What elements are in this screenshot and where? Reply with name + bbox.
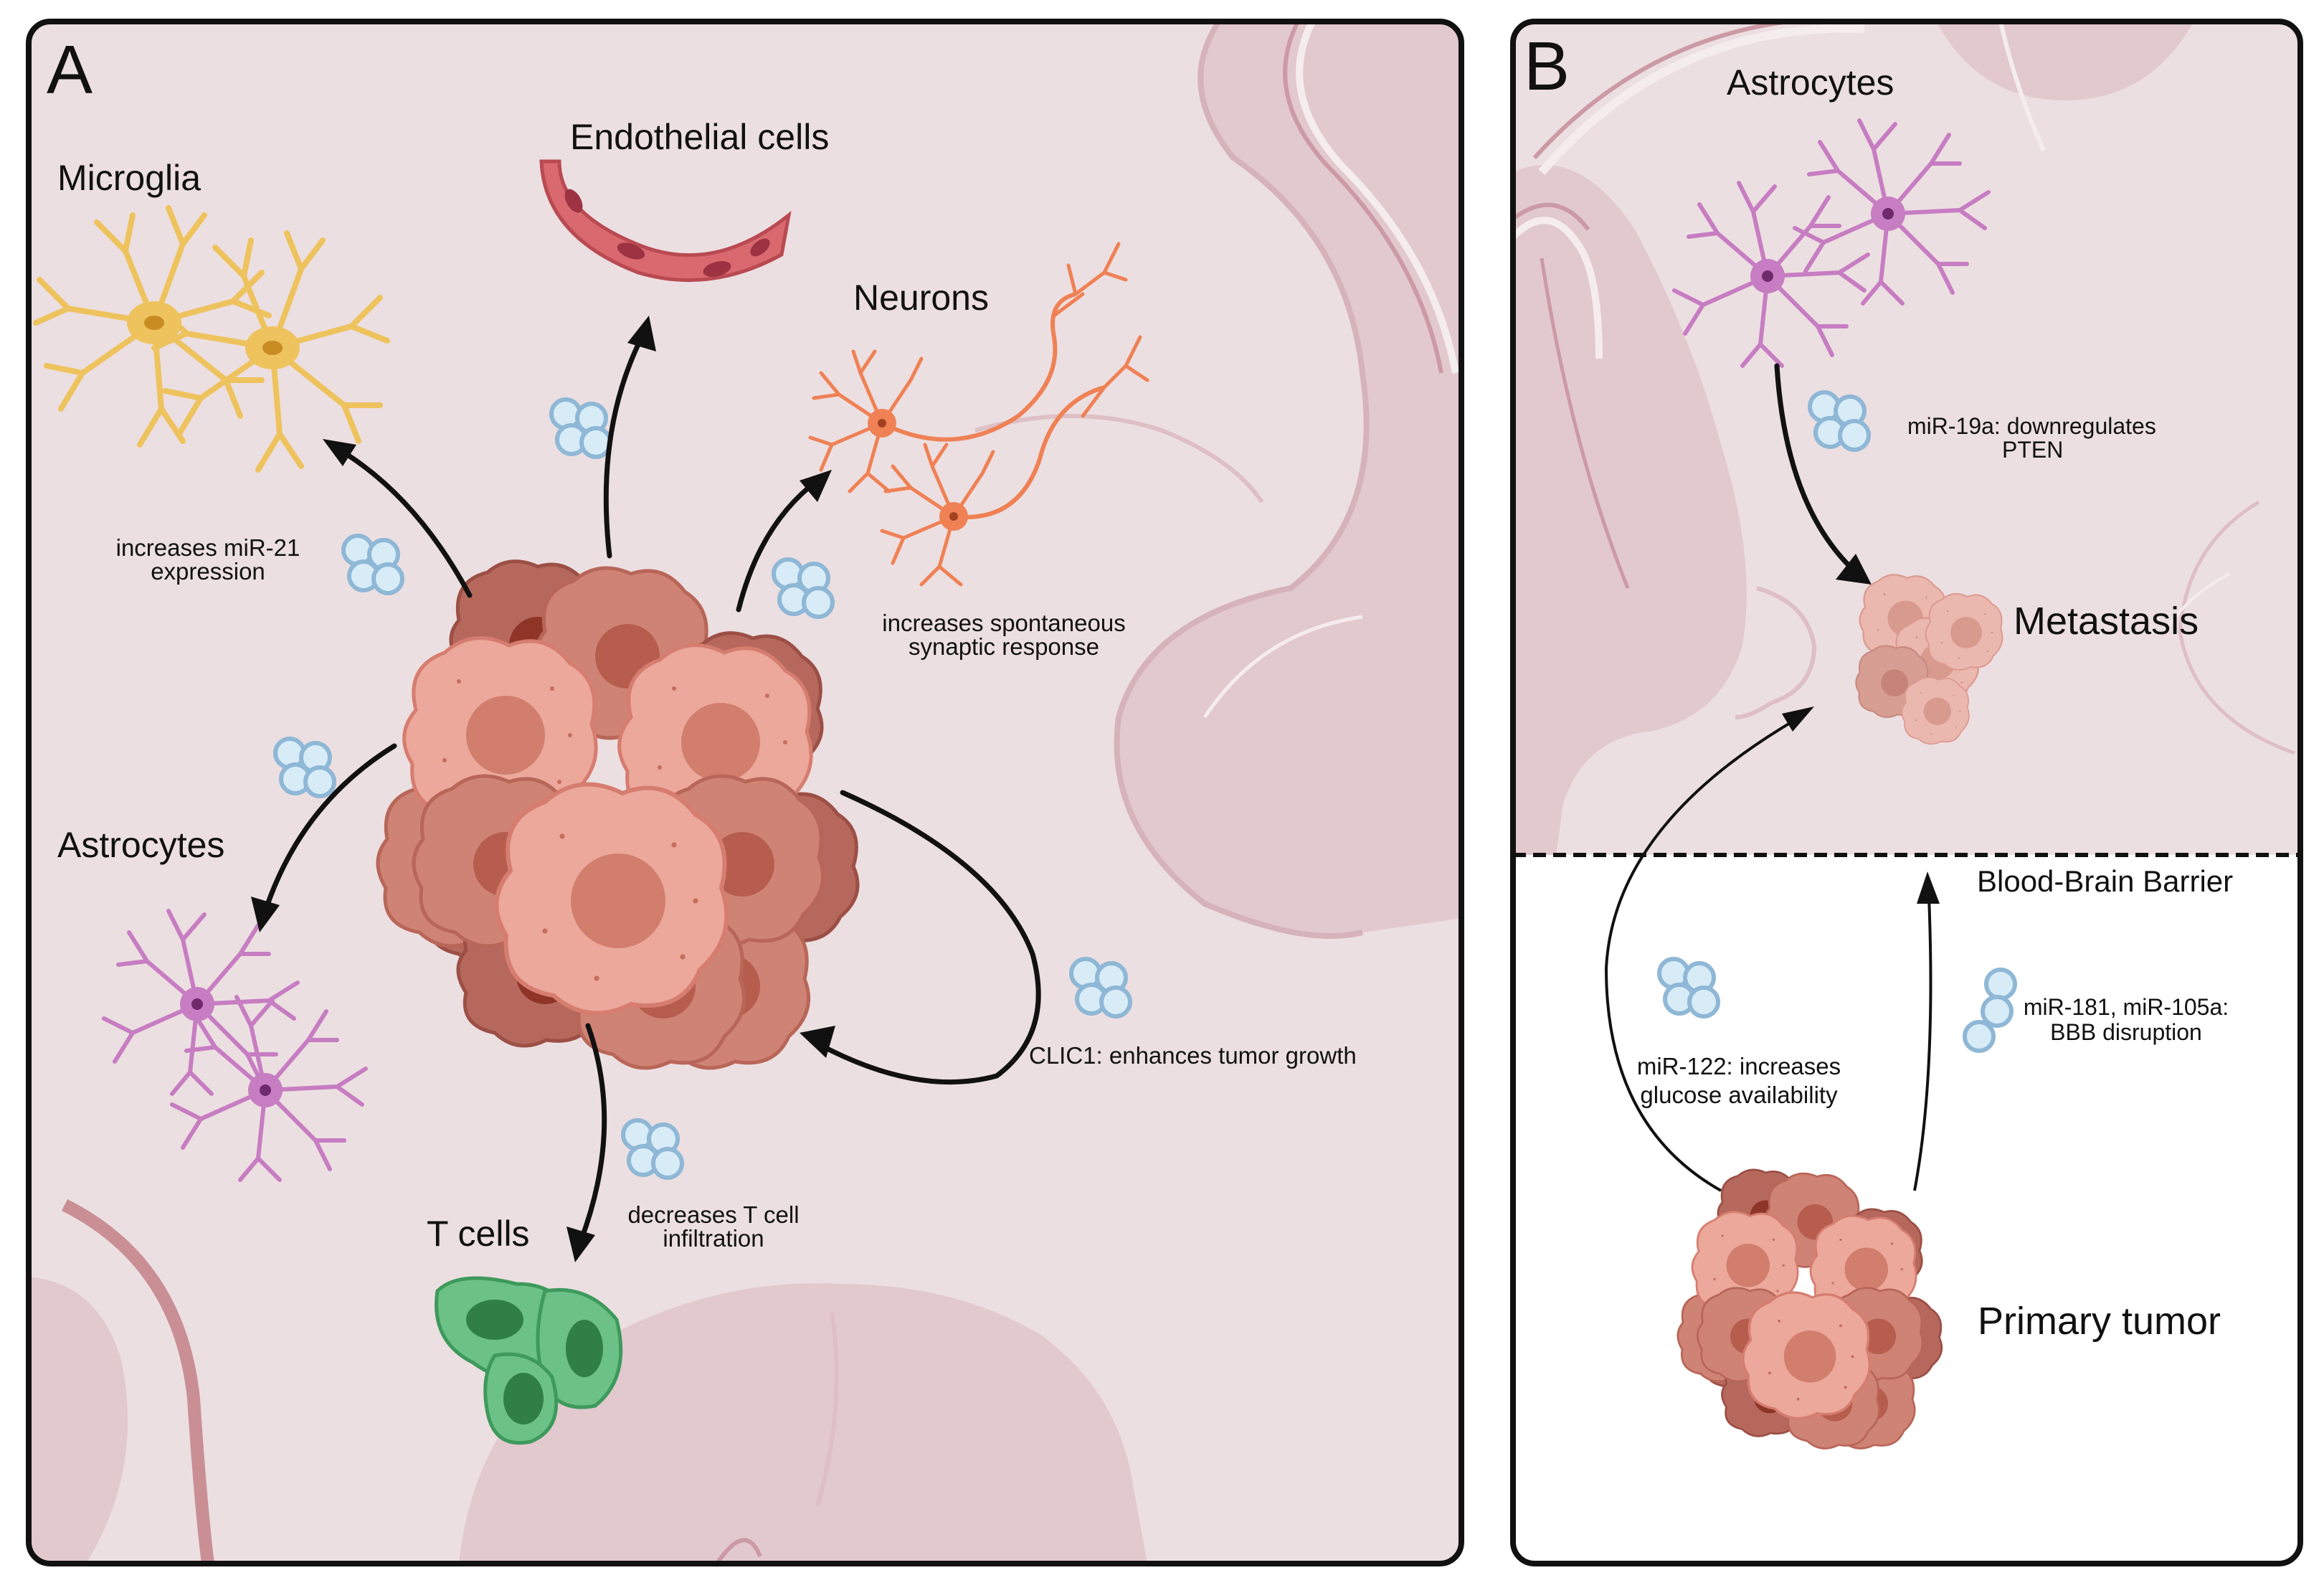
arrow-to-t-cells [578,1023,607,1244]
synaptic-note-line1: increases spontaneous [882,610,1125,636]
t-cells-label: T cells [427,1214,530,1254]
neurons-label: Neurons [853,278,989,318]
mir181-note-line2: BBB disruption [2050,1019,2202,1045]
panel-a-border [26,19,1464,1566]
arrow-to-neurons [736,478,820,613]
mir181-note-line1: miR-181, miR-105a: [2024,994,2229,1020]
metastasis-label: Metastasis [2014,600,2199,643]
mir19a-note-line2: PTEN [2002,437,2063,463]
exosome-icon [774,559,833,617]
arrowhead [1836,554,1872,585]
microglia-label: Microglia [57,158,201,198]
endothelial-cells-label: Endothelial cells [570,117,829,157]
mir122-note-line2: glucose availability [1640,1082,1838,1108]
synaptic-note-line2: synaptic response [909,633,1099,660]
arrow-clic1-loop [815,790,1041,1085]
arrowhead [1782,706,1814,732]
exosome-icon [343,536,402,593]
neurons-icon [810,242,1149,585]
panel-a-arrows [262,334,1041,1244]
mir21-note-line2: expression [151,558,265,585]
bbb-label: Blood-Brain Barrier [1977,864,2233,898]
astrocytes-label: Astrocytes [57,825,224,865]
endothelial-cells-icon [539,159,792,283]
exosome-icon [1659,959,1718,1016]
exosome-icon [1810,392,1869,450]
arrow-to-astrocytes [262,743,397,914]
primary-tumor-label: Primary tumor [1978,1300,2221,1343]
mir19a-note-line1: miR-19a: downregulates [1907,413,2156,439]
panel-b-border [1510,19,2303,1566]
t-cell-note-line2: infiltration [663,1225,764,1252]
mir21-note-line1: increases miR-21 [116,534,300,561]
panel-a: A Microglia increases miR-21 expression … [26,19,1464,1566]
exosome-icon [623,1120,682,1178]
panel-b-letter: B [1524,28,1570,105]
panel-a-brain-folds [29,22,1461,1564]
astrocytes-b-label: Astrocytes [1727,62,1894,103]
panel-a-letter: A [47,32,93,108]
panel-b: B Astrocytes miR-19a: downregulates PTEN… [1510,19,2303,1566]
exosome-icon [1071,959,1130,1016]
t-cell-note-line1: decreases T cell [627,1201,799,1228]
exosome-icon [275,739,334,796]
exosome-icon [551,400,610,457]
exosome-icon [1963,968,2017,1053]
arrow-to-microglia [334,445,473,598]
t-cells-icon [435,1276,623,1445]
arrow-astrocytes-to-metastasis [1774,363,1853,569]
arrow-mir181 [1913,896,1932,1191]
arrow-to-endothelial [603,334,645,559]
arrowhead [1917,871,1940,904]
arrow-mir122 [1604,716,1801,1192]
panel-a-arrowheads [251,316,835,1262]
mir122-note-line1: miR-122: increases [1637,1053,1841,1079]
clic1-note: CLIC1: enhances tumor growth [1029,1042,1357,1069]
